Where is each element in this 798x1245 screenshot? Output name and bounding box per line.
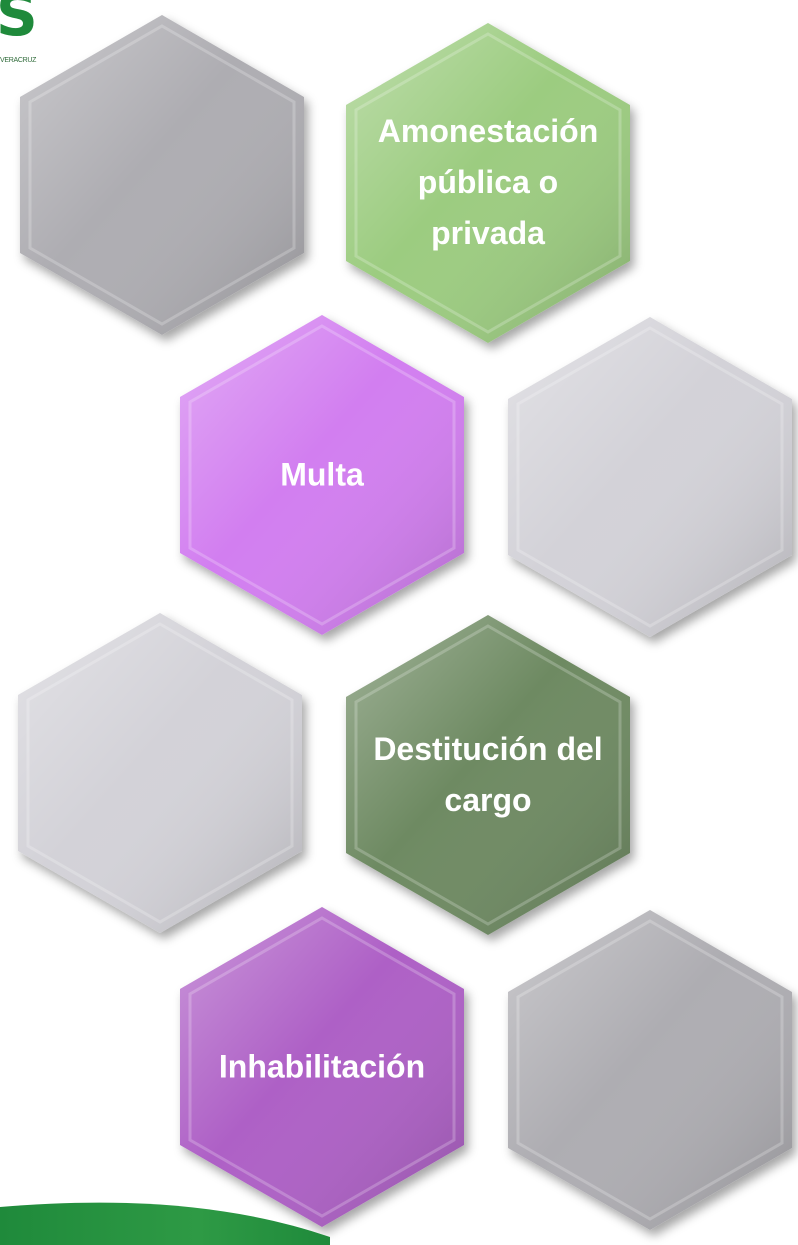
hexagon-empty-3 — [10, 608, 310, 938]
hexagon-highlight — [354, 624, 622, 926]
hexagon-highlight — [188, 324, 456, 626]
hexagon-bevel — [180, 907, 464, 1227]
hexagon-highlight — [188, 916, 456, 1218]
logo: S VERACRUZ — [0, 0, 60, 70]
hexagon-bevel — [508, 317, 792, 637]
hexagon-highlight — [516, 919, 784, 1221]
hexagon-bevel — [346, 23, 630, 343]
hexagon-destitucion: Destitución del cargo — [338, 610, 638, 940]
green-swoosh — [0, 1202, 330, 1245]
logo-mark: S — [0, 0, 38, 49]
hexagon-highlight — [354, 32, 622, 334]
hexagon-highlight — [28, 24, 296, 326]
hexagon-highlight — [516, 326, 784, 628]
logo-caption: VERACRUZ — [0, 57, 37, 64]
hexagon-highlight — [26, 622, 294, 924]
hexagon-bevel — [508, 910, 792, 1230]
hexagon-label: Inhabilitación — [218, 1048, 426, 1085]
hexagon-empty-2 — [500, 312, 798, 642]
hexagon-bevel — [20, 15, 304, 335]
hexagon-label: Destitución del cargo — [373, 730, 603, 818]
hexagon-label: Amonestación pública o privada — [377, 113, 599, 252]
hexagon-label: Multa — [280, 456, 364, 493]
hexagon-inhabilitacion: Inhabilitación — [172, 902, 472, 1232]
hexagon-bevel — [180, 315, 464, 635]
hexagon-amonestacion: Amonestación pública o privada — [338, 18, 638, 348]
hexagon-bevel — [346, 615, 630, 935]
hexagon-empty-4 — [500, 905, 798, 1235]
hexagon-empty-1 — [12, 10, 312, 340]
hexagon-multa: Multa — [172, 310, 472, 640]
hexagon-bevel — [18, 613, 302, 933]
